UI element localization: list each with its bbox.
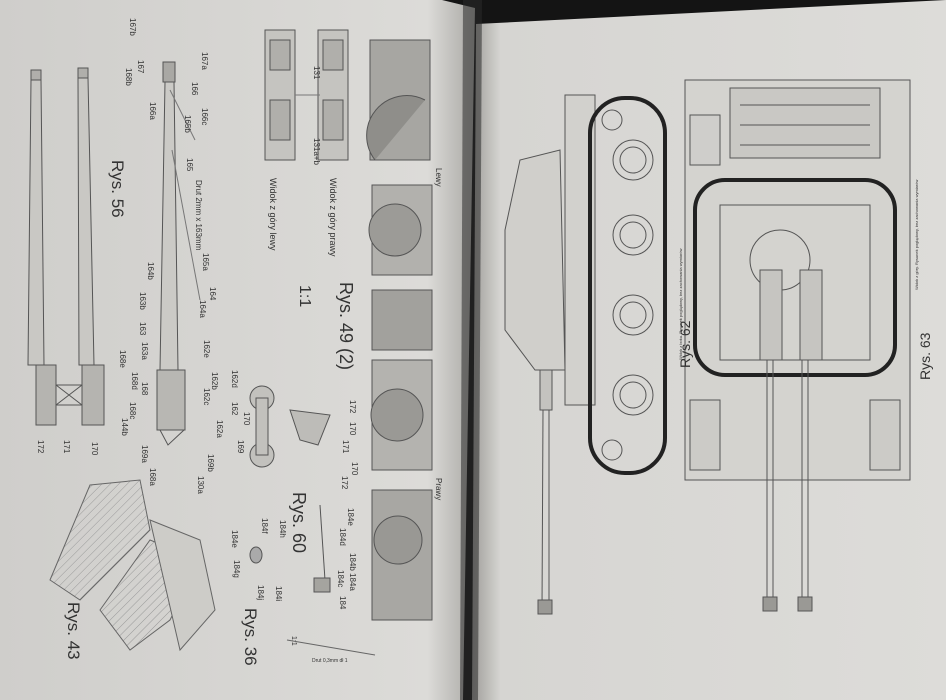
part-131: 131: [312, 66, 321, 80]
heading-rys63: Rys. 63: [917, 332, 933, 380]
figure-rys56: [27, 67, 105, 426]
part-162e: 162e: [202, 340, 211, 358]
caption-right-side: Prawy: [434, 478, 443, 500]
part-162b: 162b: [210, 372, 219, 390]
part-171-b: 171: [62, 440, 71, 454]
part-170-d: 170: [90, 442, 99, 456]
part-167: 167: [136, 60, 145, 74]
figure-side-panels: [366, 39, 433, 621]
part-163: 163: [138, 322, 147, 336]
part-184b: 184b: [348, 553, 357, 571]
caption-wire1: Drut 2mm x 163mm: [194, 180, 203, 251]
part-168: 168: [140, 382, 149, 396]
part-184i: 184i: [274, 586, 283, 601]
part-162a: 162a: [215, 420, 224, 438]
part-170-c: 170: [350, 462, 359, 476]
part-172-b: 172: [340, 476, 349, 490]
figure-rys43: [49, 479, 216, 652]
figure-small-parts: [249, 385, 331, 593]
part-131ab: 131a+b: [312, 138, 321, 165]
part-168e: 168e: [118, 350, 127, 368]
part-165a: 165a: [201, 253, 210, 271]
part-170-b: 170: [348, 422, 357, 436]
part-172-a: 172: [348, 400, 357, 414]
part-184e: 184e: [346, 508, 355, 526]
part-164a: 164a: [198, 300, 207, 318]
part-164: 164: [208, 287, 217, 301]
caption-left-side: Lewy: [434, 168, 443, 187]
part-166c: 166c: [200, 108, 209, 125]
part-169: 169: [236, 440, 245, 454]
figure-barrel-parts: [156, 61, 201, 446]
part-184h: 184h: [278, 520, 287, 538]
part-165b: 165b: [183, 115, 192, 133]
part-number-group: 167b 167a 166 166c 167 165b 168b 166a 16…: [36, 18, 359, 610]
heading-rys49: Rys. 49 (2): [336, 282, 356, 370]
part-169a: 169a: [140, 445, 149, 463]
caption-view-left: Widok z góry lewy: [268, 178, 278, 251]
heading-rys43: Rys. 43: [64, 602, 83, 660]
part-167a: 167a: [200, 52, 209, 70]
figure-rys63: [684, 79, 911, 612]
heading-rys36: Rys. 36: [241, 608, 260, 666]
caption-scale2: 1:1: [290, 636, 297, 646]
part-168c: 168c: [128, 402, 137, 419]
part-170-a: 170: [242, 412, 251, 426]
part-184c: 184c: [336, 570, 345, 587]
part-184e-2: 184e: [230, 530, 239, 548]
part-168b: 168b: [124, 68, 133, 86]
part-144b: 144b: [120, 418, 129, 436]
book-spine-shadow: [460, 0, 482, 700]
heading-rys60: Rys. 60: [289, 492, 309, 553]
figure-rys62: [504, 94, 667, 615]
part-166: 166: [190, 82, 199, 96]
part-168a: 168a: [148, 468, 157, 486]
part-162c: 162c: [202, 388, 211, 405]
part-162d: 162d: [230, 370, 239, 388]
part-130a: 130a: [196, 476, 205, 494]
right-page: Rys. 62 Widok z boku. Rysunek poglądowy,…: [472, 0, 946, 700]
part-164b: 164b: [146, 262, 155, 280]
part-171-a: 171: [341, 440, 350, 454]
part-165: 165: [185, 158, 194, 172]
heading-rys62: Rys. 62: [677, 320, 693, 368]
part-168d: 168d: [130, 372, 139, 390]
part-163b: 163b: [138, 292, 147, 310]
part-184f: 184f: [260, 518, 269, 534]
figure-top-views: [264, 29, 349, 161]
part-172-c: 172: [36, 440, 45, 454]
caption-view-right: Widok z góry prawy: [328, 178, 338, 257]
caption-wire2: Drut 0,3mm dł 1: [312, 658, 348, 664]
left-page: Rys. 56 Rys. 49 (2) 1:1 Rys. 60 Rys. 36 …: [0, 0, 475, 700]
wire-line: [286, 639, 376, 656]
part-163a: 163a: [140, 342, 149, 360]
part-184j: 184j: [256, 585, 265, 600]
part-162: 162: [230, 402, 239, 416]
part-167b: 167b: [128, 18, 137, 36]
part-184d: 184d: [338, 528, 347, 546]
heading-scale: 1:1: [296, 285, 313, 307]
part-166a: 166a: [148, 102, 157, 120]
note-rys63: Widok z góry. Rysunek poglądowy, bez zac…: [914, 180, 919, 290]
note-rys62: Widok z boku. Rysunek poglądowy, bez zac…: [678, 248, 683, 360]
part-184g: 184g: [232, 560, 241, 578]
heading-rys56: Rys. 56: [108, 160, 127, 218]
part-184: 184: [338, 596, 347, 610]
part-169b: 169b: [206, 454, 215, 472]
part-184a: 184a: [348, 573, 357, 591]
